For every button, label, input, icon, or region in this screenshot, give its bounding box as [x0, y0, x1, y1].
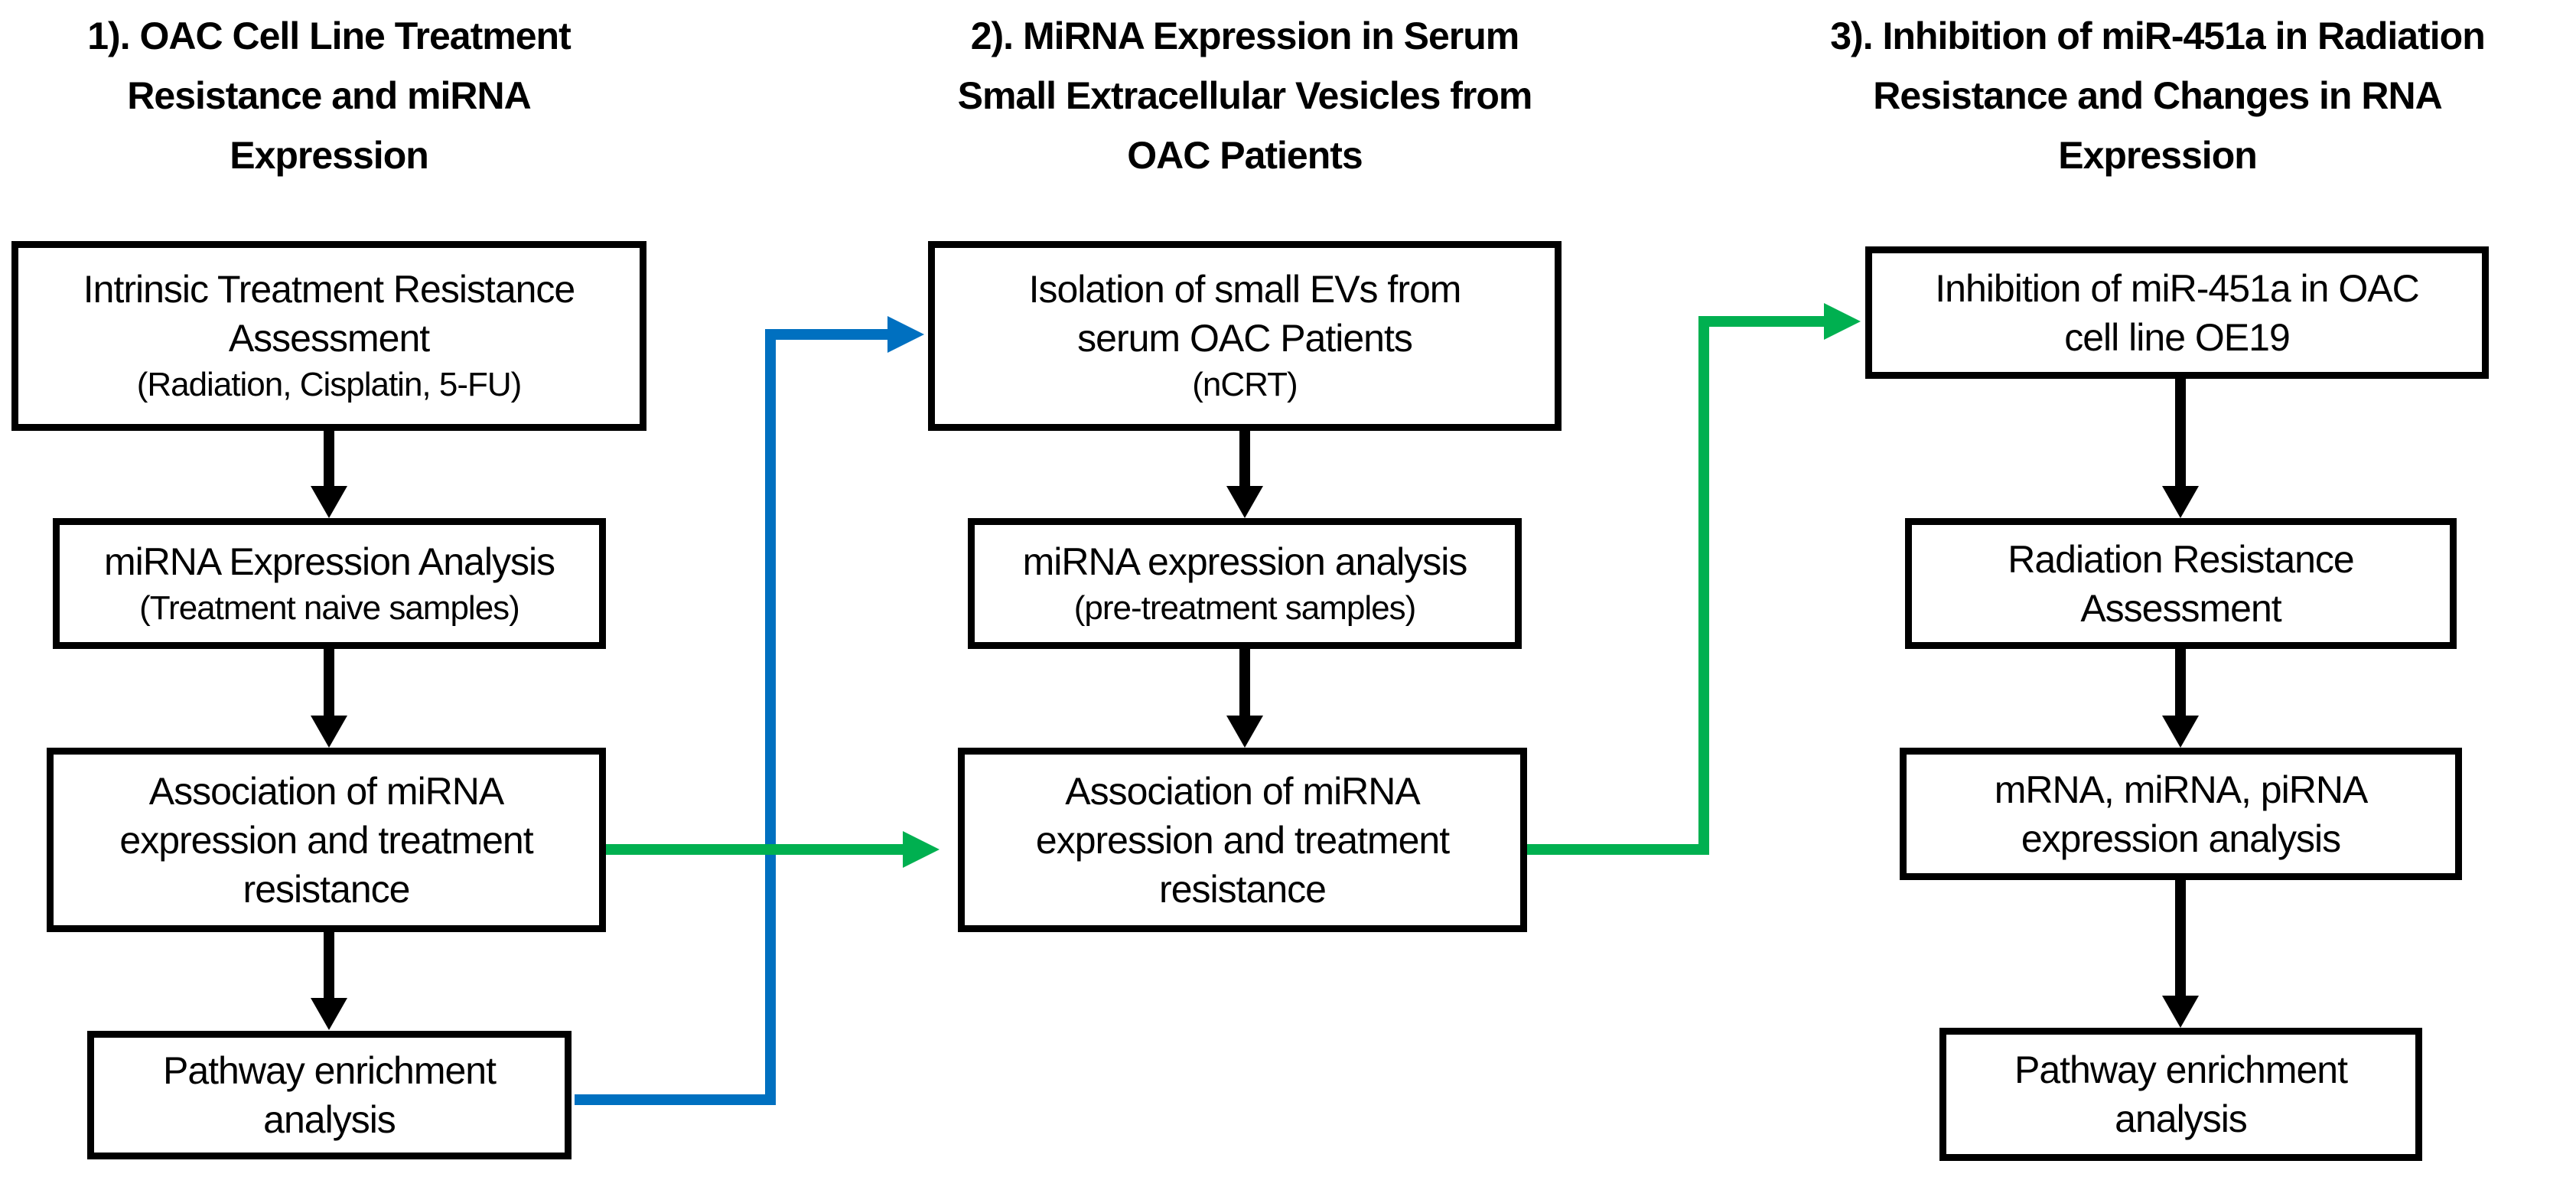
arrow-down-mirna-to-association: [324, 649, 334, 716]
connector-green-association-serum-horizontal-top: [1698, 316, 1824, 327]
green-arrowhead-icon: [903, 831, 940, 868]
box-main-text: Isolation of small EVs from serum OAC Pa…: [1028, 268, 1462, 360]
box-main-text: miRNA Expression Analysis: [103, 540, 555, 583]
arrow-down-association-to-pathway: [324, 932, 334, 998]
box-association-mirna-serum: Association of miRNA expression and trea…: [958, 748, 1527, 932]
box-rna-expression-analysis: mRNA, miRNA, piRNA expression analysis: [1900, 748, 2462, 880]
box-main-text: Association of miRNA expression and trea…: [1035, 769, 1450, 911]
connector-blue-pathway-to-ev-isolation-vertical: [765, 329, 776, 1105]
column-3-title: 3). Inhibition of miR-451a in Radiation …: [1830, 15, 2485, 177]
box-main-text: mRNA, miRNA, piRNA expression analysis: [1994, 768, 2369, 860]
box-main-text: Pathway enrichment analysis: [2014, 1048, 2348, 1140]
box-sub-text: (nCRT): [1192, 366, 1298, 403]
box-ev-isolation: Isolation of small EVs from serum OAC Pa…: [928, 241, 1562, 431]
arrow-down-mirna-to-association-serum: [1239, 649, 1250, 716]
box-association-mirna-cell-lines: Association of miRNA expression and trea…: [47, 748, 606, 932]
box-sub-text: (Treatment naive samples): [139, 588, 520, 627]
connector-green-association-cell-to-serum: [606, 844, 903, 855]
box-pathway-enrichment-oe19: Pathway enrichment analysis: [1939, 1028, 2422, 1161]
box-main-text: Association of miRNA expression and trea…: [119, 769, 533, 911]
connector-blue-pathway-to-ev-isolation-horizontal-bottom: [575, 1094, 776, 1105]
blue-arrowhead-icon: [887, 316, 924, 353]
box-mir451a-inhibition: Inhibition of miR-451a in OAC cell line …: [1865, 246, 2489, 379]
box-main-text: Pathway enrichment analysis: [162, 1049, 497, 1141]
box-main-text: Intrinsic Treatment Resistance Assessmen…: [83, 268, 575, 360]
box-mirna-expression-analysis-serum: miRNA expression analysis (pre-treatment…: [968, 518, 1522, 649]
box-mirna-expression-analysis-cell-lines: miRNA Expression Analysis (Treatment nai…: [53, 518, 606, 649]
box-sub-text: (pre-treatment samples): [1073, 588, 1416, 627]
arrow-down-radiation-to-rna: [2175, 649, 2186, 716]
column-2-title: 2). MiRNA Expression in Serum Small Extr…: [957, 15, 1533, 177]
box-main-text: miRNA expression analysis: [1022, 540, 1468, 583]
connector-green-association-serum-horizontal-bottom: [1527, 844, 1709, 855]
box-radiation-resistance-assessment: Radiation Resistance Assessment: [1905, 518, 2457, 649]
connector-blue-pathway-to-ev-isolation-horizontal-top: [765, 329, 887, 340]
arrow-down-rna-to-pathway: [2175, 880, 2186, 996]
box-pathway-enrichment-cell-lines: Pathway enrichment analysis: [87, 1031, 572, 1159]
box-main-text: Inhibition of miR-451a in OAC cell line …: [1935, 266, 2419, 359]
connector-green-association-serum-vertical: [1698, 316, 1709, 855]
box-sub-text: (Radiation, Cisplatin, 5-FU): [136, 366, 523, 403]
arrow-down-isolation-to-mirna: [1239, 431, 1250, 486]
box-intrinsic-treatment-resistance: Intrinsic Treatment Resistance Assessmen…: [11, 241, 646, 431]
green-arrowhead-icon: [1824, 303, 1861, 340]
column-1-title: 1). OAC Cell Line Treatment Resistance a…: [87, 15, 571, 177]
box-main-text: Radiation Resistance Assessment: [2008, 537, 2354, 630]
arrow-down-inhibition-to-radiation: [2175, 379, 2186, 486]
arrow-down-intrinsic-to-mirna: [324, 431, 334, 486]
